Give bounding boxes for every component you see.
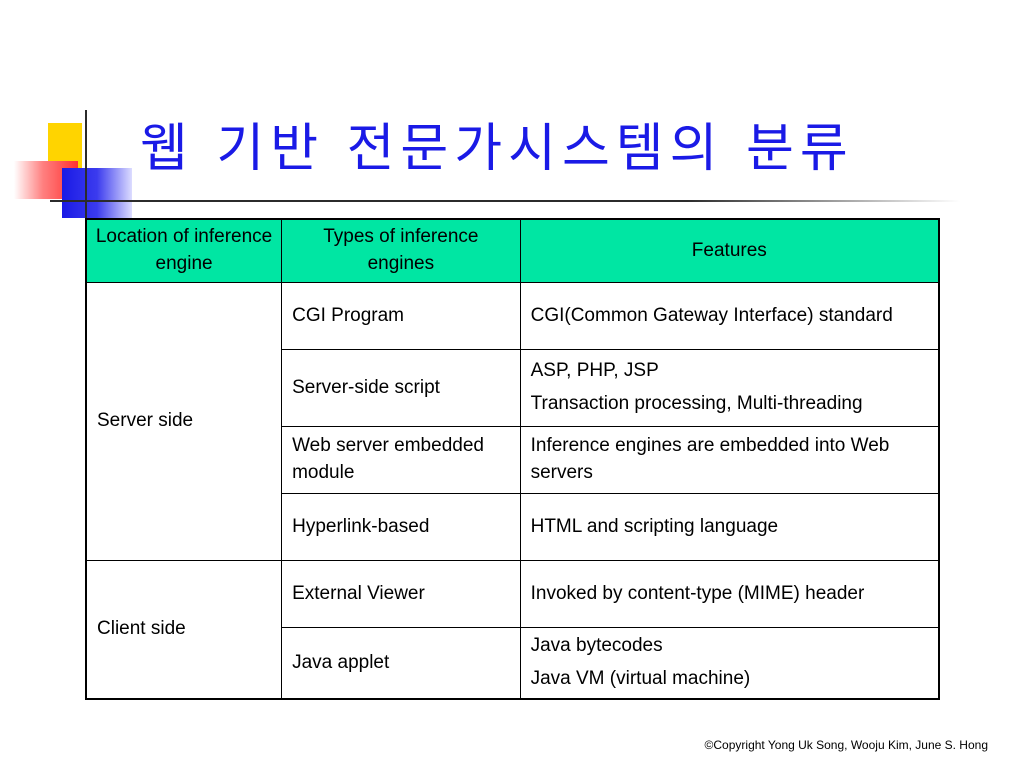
copyright-notice: ©Copyright Yong Uk Song, Wooju Kim, June… bbox=[704, 738, 988, 752]
cell-type: External Viewer bbox=[281, 560, 521, 628]
cell-type: Web server embedded module bbox=[281, 426, 521, 494]
decorative-horizontal-line bbox=[50, 200, 960, 202]
header-types: Types of inference engines bbox=[281, 218, 521, 283]
header-location: Location of inference engine bbox=[85, 218, 283, 283]
feature-line: Transaction processing, Multi-threading bbox=[530, 393, 863, 414]
slide-title: 웹 기반 전문가시스템의 분류 bbox=[140, 119, 854, 179]
cell-type: Java applet bbox=[281, 627, 521, 700]
table-row: Server side CGI Program CGI(Common Gatew… bbox=[85, 282, 940, 561]
header-features: Features bbox=[519, 218, 940, 283]
table-row: Hyperlink-based HTML and scripting langu… bbox=[86, 493, 940, 561]
feature-line: Java bytecodes bbox=[530, 635, 663, 657]
group-server-side: Server side bbox=[85, 282, 283, 561]
cell-type: Hyperlink-based bbox=[281, 493, 521, 561]
decorative-vertical-line bbox=[85, 110, 87, 222]
cell-features: Java bytecodes Java VM (virtual machine) bbox=[519, 627, 940, 700]
table-header-row: Location of inference engine Types of in… bbox=[85, 218, 940, 283]
table-row: Web server embedded module Inference eng… bbox=[86, 426, 940, 494]
table-row: Java applet Java bytecodes Java VM (virt… bbox=[86, 627, 940, 700]
feature-line: Invoked by content-type (MIME) header bbox=[530, 582, 865, 604]
cell-features: Invoked by content-type (MIME) header bbox=[519, 560, 940, 628]
table-row: Client side External Viewer Invoked by c… bbox=[85, 560, 940, 700]
cell-type: Server-side script bbox=[281, 349, 521, 427]
feature-line: HTML and scripting language bbox=[530, 515, 779, 537]
cell-features: ASP, PHP, JSP Transaction processing, Mu… bbox=[519, 349, 940, 427]
group-client-side: Client side bbox=[85, 560, 283, 700]
decorative-blue-block bbox=[62, 168, 132, 218]
classification-table: Location of inference engine Types of in… bbox=[85, 218, 940, 700]
feature-line: CGI(Common Gateway Interface) standard bbox=[530, 304, 893, 326]
feature-line: ASP, PHP, JSP bbox=[530, 360, 659, 382]
feature-line: Java VM (virtual machine) bbox=[530, 668, 751, 689]
cell-features: Inference engines are embedded into Web … bbox=[519, 426, 940, 494]
table-row: Server-side script ASP, PHP, JSP Transac… bbox=[86, 349, 940, 427]
cell-features: CGI(Common Gateway Interface) standard bbox=[519, 282, 940, 350]
cell-type: CGI Program bbox=[281, 282, 521, 350]
feature-line: Inference engines are embedded into Web … bbox=[530, 435, 890, 483]
cell-features: HTML and scripting language bbox=[519, 493, 940, 561]
